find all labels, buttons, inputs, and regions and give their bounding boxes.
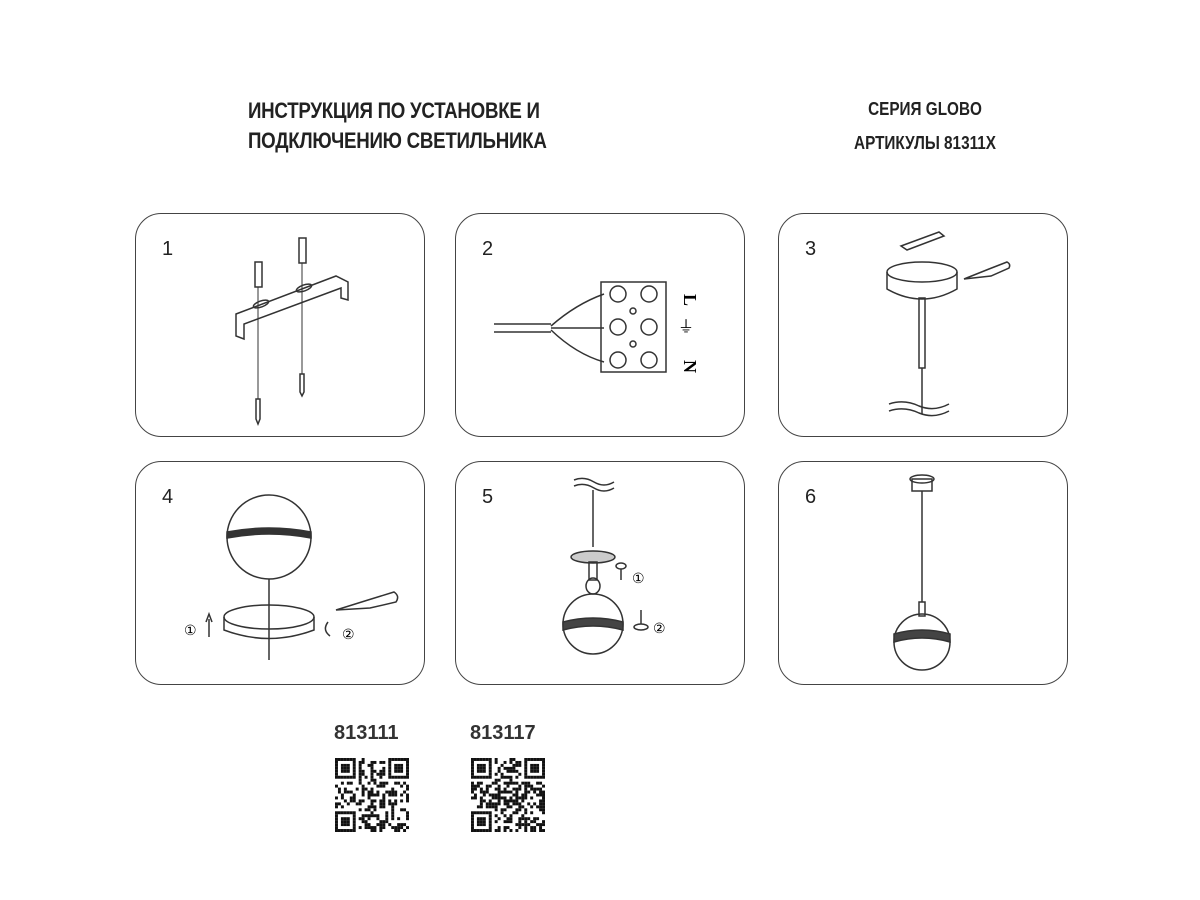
bracket-mounting-illustration xyxy=(235,237,349,427)
step-5-panel: 5 ① ② xyxy=(455,461,745,685)
step-3-panel: 3 xyxy=(778,213,1068,437)
step-number: 6 xyxy=(805,486,817,508)
qr-code-label-2: 813117 xyxy=(470,722,536,744)
marker-1: ① xyxy=(632,570,645,586)
lamp-assembly-illustration: ① ② xyxy=(562,477,666,655)
series-name: СЕРИЯ GLOBO xyxy=(868,99,982,119)
title-line-2: ПОДКЛЮЧЕНИЮ СВЕТИЛЬНИКА xyxy=(248,128,547,153)
qr-code-813117[interactable] xyxy=(471,758,545,832)
marker-1: ① xyxy=(184,622,197,638)
step-number: 2 xyxy=(482,238,494,260)
qr-code-813111[interactable] xyxy=(335,758,409,832)
live-label: L xyxy=(680,294,700,306)
step-number: 4 xyxy=(162,486,174,508)
canopy-attach-illustration xyxy=(886,231,1011,417)
ground-symbol: ⏚ xyxy=(678,318,694,336)
marker-2: ② xyxy=(342,626,355,642)
neutral-label: N xyxy=(680,360,700,373)
article-numbers: АРТИКУЛЫ 81311X xyxy=(854,133,996,153)
title-line-1: ИНСТРУКЦИЯ ПО УСТАНОВКЕ И xyxy=(248,98,540,123)
shade-ring-illustration: ① ② xyxy=(184,494,399,660)
step-2-panel: 2 L ⏚ N xyxy=(455,213,745,437)
step-6-panel: 6 xyxy=(778,461,1068,685)
step-4-panel: 4 ① ② xyxy=(135,461,425,685)
qr-code-label-1: 813111 xyxy=(334,722,399,744)
installed-lamp-illustration xyxy=(893,474,951,671)
marker-2: ② xyxy=(653,620,666,636)
step-number: 1 xyxy=(162,238,174,260)
step-number: 3 xyxy=(805,238,817,260)
step-1-panel: 1 xyxy=(135,213,425,437)
step-number: 5 xyxy=(482,486,494,508)
wiring-terminal-illustration: L ⏚ N xyxy=(494,281,700,373)
